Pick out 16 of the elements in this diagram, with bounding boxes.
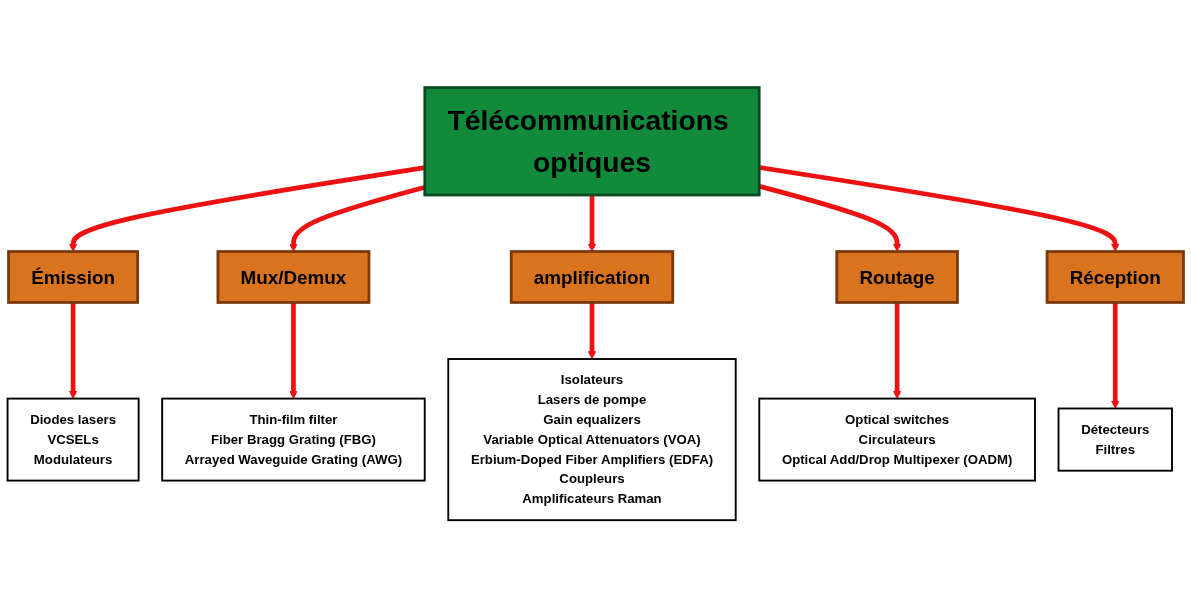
arrow <box>1111 302 1120 409</box>
arrow <box>68 302 78 400</box>
node-box: Diodes lasers VCSELs Modulateurs <box>6 397 140 482</box>
node-box: Routage <box>835 250 959 304</box>
node-box: Isolateurs Lasers de pompe Gain equalizers Variable Optical Attenuators (VOA) Erbium-Doped Fiber Amplifiers (EDFA) Coupleurs Amplificateurs Raman <box>447 358 737 522</box>
node-box: Thin-film filter Fiber Bragg Grating (FBG) Arrayed Waveguide Grating (AWG) <box>161 397 426 482</box>
node-box: Émission <box>7 250 140 304</box>
node-box: amplification <box>509 250 675 304</box>
node-box: Mux/Demux <box>216 250 371 304</box>
node-box: Télécommunications optiques <box>423 86 761 197</box>
node-box: Réception <box>1045 250 1185 304</box>
arrow <box>587 302 597 360</box>
arrow <box>892 302 902 400</box>
node-box: Détecteurs Filtres <box>1057 407 1173 472</box>
arrow <box>289 302 298 400</box>
node-box: Optical switches Circulateurs Optical Add/Drop Multipexer (OADM) <box>758 397 1036 482</box>
